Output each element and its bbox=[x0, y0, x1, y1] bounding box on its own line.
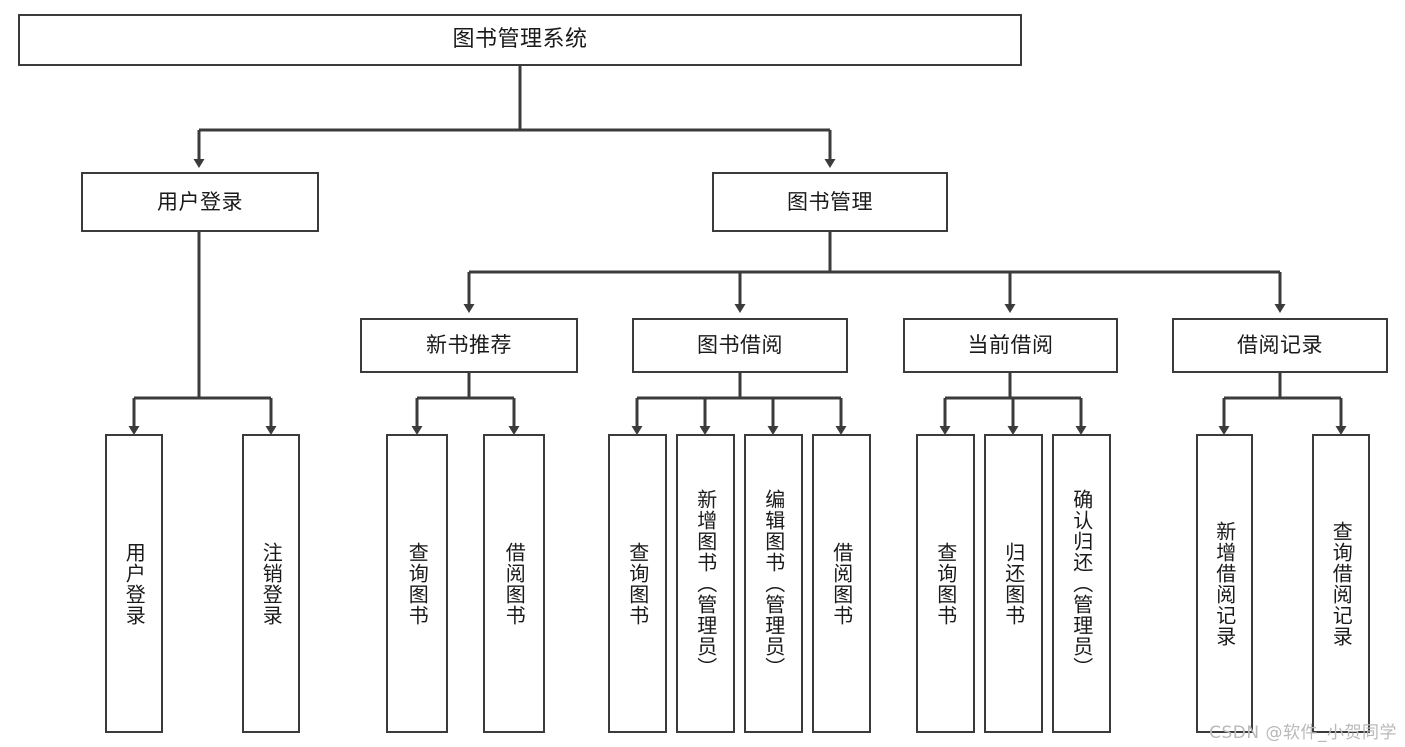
node-leaf-edit-book-admin[interactable]: 编辑图书（管理员） bbox=[744, 434, 803, 733]
node-leaf-query-book-borrow[interactable]: 查询图书 bbox=[608, 434, 667, 733]
csdn-watermark: CSDN @软件_小贺同学 bbox=[1209, 723, 1397, 743]
node-leaf-borrow-book[interactable]: 借阅图书 bbox=[812, 434, 871, 733]
node-leaf-query-book-new[interactable]: 查询图书 bbox=[386, 434, 448, 733]
node-label: 注销登录 bbox=[259, 541, 284, 626]
node-leaf-return-book[interactable]: 归还图书 bbox=[984, 434, 1043, 733]
node-book-management[interactable]: 图书管理 bbox=[712, 172, 948, 232]
node-label: 新增图书（管理员） bbox=[693, 489, 718, 678]
node-label: 用户登录 bbox=[157, 189, 243, 214]
node-label: 查询图书 bbox=[405, 541, 430, 626]
node-label: 归还图书 bbox=[1001, 541, 1026, 626]
node-leaf-borrow-book-new[interactable]: 借阅图书 bbox=[483, 434, 545, 733]
node-label: 新增借阅记录 bbox=[1212, 520, 1237, 647]
node-user-login[interactable]: 用户登录 bbox=[81, 172, 319, 232]
node-leaf-add-borrow-record[interactable]: 新增借阅记录 bbox=[1196, 434, 1253, 733]
node-leaf-confirm-return-admin[interactable]: 确认归还（管理员） bbox=[1052, 434, 1111, 733]
node-label: 借阅图书 bbox=[829, 541, 854, 626]
node-label: 确认归还（管理员） bbox=[1069, 489, 1094, 678]
node-root-book-management-system[interactable]: 图书管理系统 bbox=[18, 14, 1022, 66]
node-current-borrow[interactable]: 当前借阅 bbox=[903, 318, 1118, 373]
node-label: 查询借阅记录 bbox=[1329, 520, 1354, 647]
node-leaf-query-book-current[interactable]: 查询图书 bbox=[916, 434, 975, 733]
node-borrow-record[interactable]: 借阅记录 bbox=[1172, 318, 1388, 373]
node-label: 当前借阅 bbox=[967, 333, 1054, 358]
node-label: 编辑图书（管理员） bbox=[761, 489, 786, 678]
node-label: 查询图书 bbox=[625, 541, 650, 626]
node-leaf-user-login[interactable]: 用户登录 bbox=[105, 434, 163, 733]
node-leaf-logout[interactable]: 注销登录 bbox=[242, 434, 300, 733]
node-label: 图书借阅 bbox=[697, 333, 783, 358]
node-label: 图书管理 bbox=[787, 189, 873, 214]
node-label: 用户登录 bbox=[122, 541, 147, 626]
node-leaf-add-book-admin[interactable]: 新增图书（管理员） bbox=[676, 434, 735, 733]
node-label: 借阅记录 bbox=[1237, 333, 1323, 358]
node-label: 图书管理系统 bbox=[452, 27, 588, 53]
node-label: 查询图书 bbox=[933, 541, 958, 626]
node-label: 新书推荐 bbox=[426, 333, 512, 358]
node-book-borrow[interactable]: 图书借阅 bbox=[632, 318, 848, 373]
node-label: 借阅图书 bbox=[502, 541, 527, 626]
node-new-book-recommendation[interactable]: 新书推荐 bbox=[360, 318, 578, 373]
node-leaf-query-borrow-record[interactable]: 查询借阅记录 bbox=[1312, 434, 1370, 733]
